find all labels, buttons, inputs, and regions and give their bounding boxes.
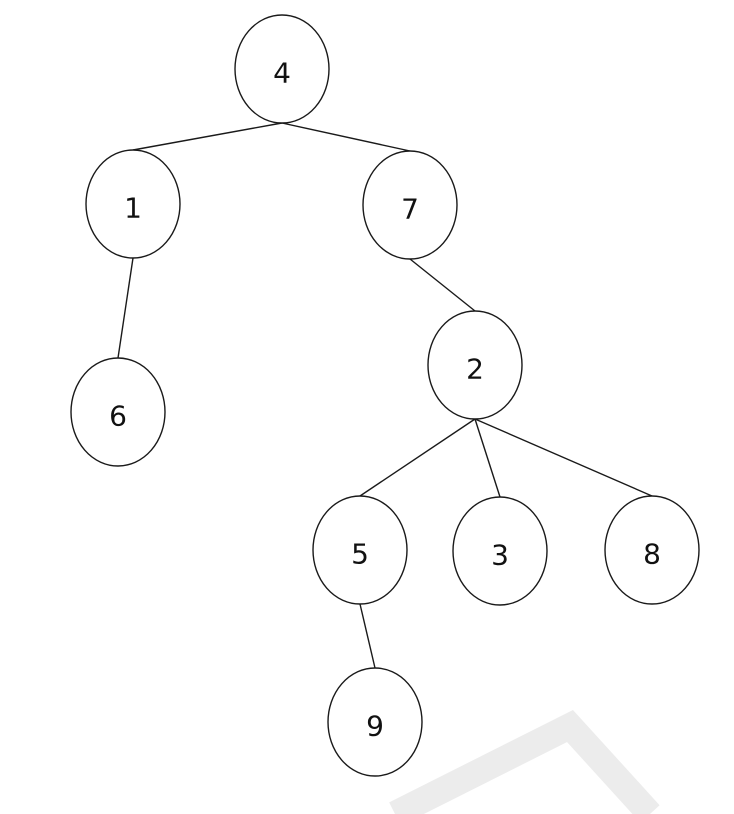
node-label-2: 2 bbox=[466, 353, 484, 386]
node-group: 4 1 7 6 2 5 3 8 9 bbox=[70, 14, 700, 777]
tree-node-3: 3 bbox=[452, 496, 548, 606]
node-circle-8 bbox=[604, 495, 700, 605]
tree-node-7: 7 bbox=[362, 150, 458, 260]
tree-node-9: 9 bbox=[327, 667, 423, 777]
node-label-3: 3 bbox=[491, 539, 509, 572]
node-circle-6 bbox=[70, 357, 166, 467]
edge-group bbox=[117, 122, 653, 669]
node-label-7: 7 bbox=[401, 193, 419, 226]
tree-node-5: 5 bbox=[312, 495, 408, 605]
node-label-9: 9 bbox=[366, 710, 384, 743]
edge-n2-n5 bbox=[359, 418, 476, 497]
node-circle-3 bbox=[452, 496, 548, 606]
edge-n5-n9 bbox=[359, 603, 376, 669]
node-label-8: 8 bbox=[643, 538, 661, 571]
edge-n2-n3 bbox=[474, 418, 501, 498]
watermark-stroke-left bbox=[389, 709, 660, 814]
tree-node-6: 6 bbox=[70, 357, 166, 467]
node-circle-1 bbox=[85, 149, 181, 259]
node-circle-7 bbox=[362, 150, 458, 260]
node-circle-4 bbox=[234, 14, 330, 124]
node-circle-5 bbox=[312, 495, 408, 605]
node-circle-9 bbox=[327, 667, 423, 777]
node-label-6: 6 bbox=[109, 400, 127, 433]
node-label-4: 4 bbox=[273, 57, 291, 90]
edge-n1-n6 bbox=[117, 257, 134, 359]
edge-n7-n2 bbox=[409, 258, 476, 312]
edge-n4-n7 bbox=[281, 122, 411, 152]
node-label-1: 1 bbox=[124, 192, 142, 225]
edge-n4-n1 bbox=[132, 122, 283, 151]
edge-n2-n8 bbox=[474, 418, 653, 497]
node-label-5: 5 bbox=[351, 538, 369, 571]
tree-node-1: 1 bbox=[85, 149, 181, 259]
tree-node-4: 4 bbox=[234, 14, 330, 124]
node-circle-2 bbox=[427, 310, 523, 420]
tree-node-2: 2 bbox=[427, 310, 523, 420]
watermark-shape bbox=[389, 709, 660, 814]
tree-node-8: 8 bbox=[604, 495, 700, 605]
